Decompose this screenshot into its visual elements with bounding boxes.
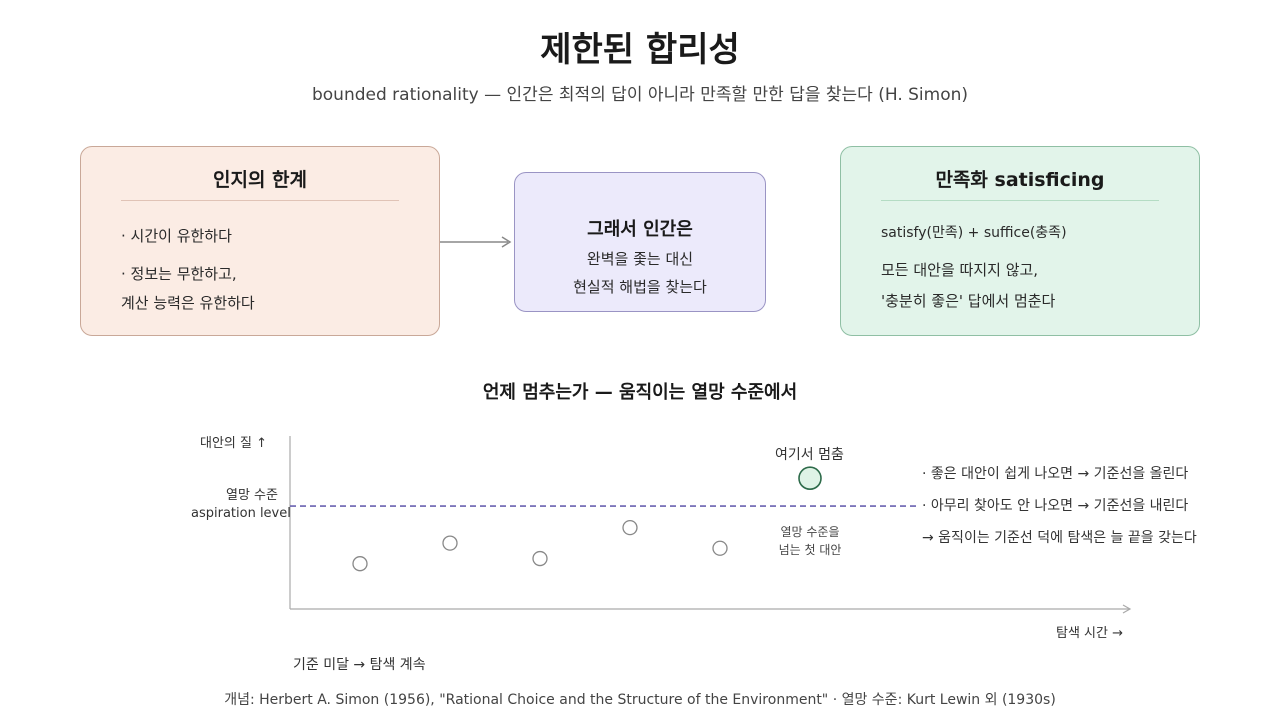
x-axis-label: 탐색 시간 →	[1056, 626, 1123, 641]
y-axis-label: 대안의 질 ↑	[200, 436, 267, 451]
card-line: '충분히 좋은' 답에서 멈춘다	[881, 292, 1056, 310]
page-title: 제한된 합리성	[540, 30, 740, 70]
candidate-point	[532, 550, 548, 567]
stop-here-annotation: 여기서 멈춤	[775, 447, 844, 463]
stop-point	[798, 466, 822, 491]
below-threshold-annotation: 기준 미달 → 탐색 계속	[293, 657, 426, 673]
card-line: 모든 대안을 따지지 않고,	[881, 261, 1039, 279]
candidate-point	[712, 540, 728, 556]
section-title: 언제 멈추는가 — 움직이는 열망 수준에서	[482, 382, 798, 403]
card-line: satisfy(만족) + suffice(충족)	[881, 225, 1067, 241]
card-line: · 시간이 유한하다	[121, 227, 232, 245]
first-above-annotation: 열망 수준을	[780, 525, 840, 539]
satisficing-title: 만족화 satisficing	[935, 169, 1105, 191]
so-humans-title: 그래서 인간은	[587, 219, 693, 240]
card-line: · 정보는 무한하고,	[121, 265, 237, 283]
note-raise-threshold: · 좋은 대안이 쉽게 나오면 → 기준선을 올린다	[922, 466, 1189, 482]
satisficing-card: 만족화 satisficing satisfy(만족) + suffice(충족…	[840, 146, 1200, 336]
note-moving-threshold: → 움직이는 기준선 덕에 탐색은 늘 끝을 갖는다	[922, 530, 1197, 546]
x-axis-arrowhead	[1122, 604, 1132, 614]
first-above-annotation: 넘는 첫 대안	[778, 543, 842, 557]
source-footer: 개념: Herbert A. Simon (1956), "Rational C…	[224, 692, 1056, 708]
card-divider	[121, 200, 399, 201]
aspiration-label-en: aspiration level	[191, 506, 291, 521]
candidate-point	[352, 556, 368, 572]
so-humans-card: 그래서 인간은 완벽을 좇는 대신 현실적 해법을 찾는다	[514, 172, 766, 312]
card-line: 현실적 해법을 찾는다	[573, 278, 707, 296]
candidate-point	[442, 535, 458, 551]
note-lower-threshold: · 아무리 찾아도 안 나오면 → 기준선을 내린다	[922, 498, 1189, 514]
cognitive-limits-title: 인지의 한계	[212, 169, 307, 191]
card-line: 완벽을 좇는 대신	[586, 250, 694, 268]
arrow-right-icon	[440, 236, 512, 248]
cognitive-limits-card: 인지의 한계 · 시간이 유한하다 · 정보는 무한하고, 계산 능력은 유한하…	[80, 146, 440, 336]
candidate-point	[622, 519, 638, 536]
aspiration-label: 열망 수준	[226, 488, 278, 503]
page-subtitle: bounded rationality — 인간은 최적의 답이 아니라 만족할…	[311, 85, 969, 105]
card-divider	[881, 200, 1159, 201]
card-line: 계산 능력은 유한하다	[121, 294, 255, 312]
